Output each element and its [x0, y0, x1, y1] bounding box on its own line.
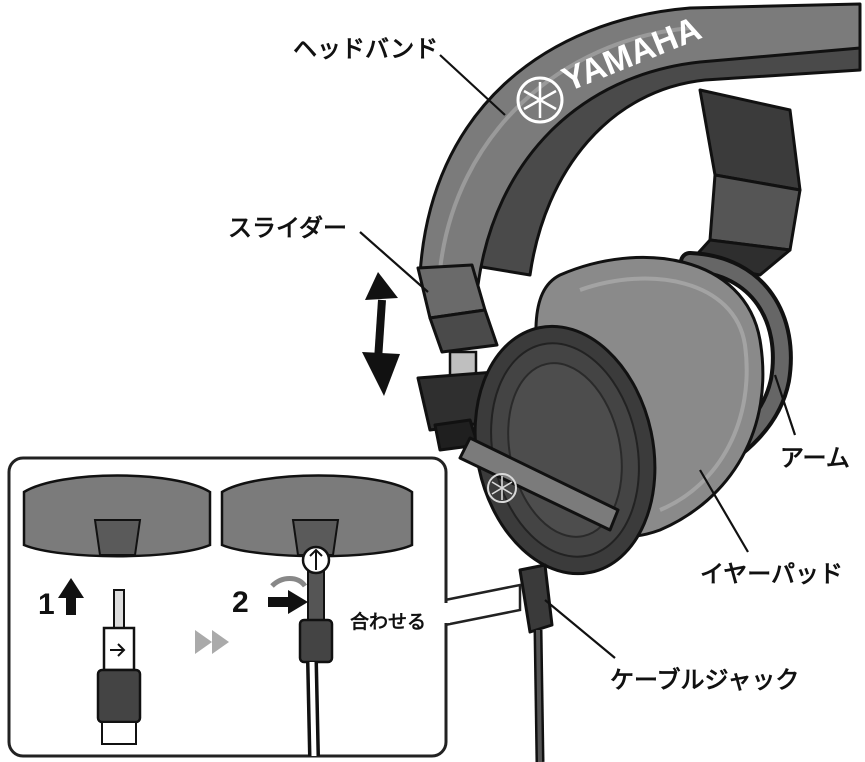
label-slider: スライダー — [228, 214, 347, 242]
step1-number: 1 — [38, 588, 55, 621]
double-arrow-icon — [362, 272, 400, 396]
step2-number: 2 — [232, 586, 249, 619]
chevron-right-icon — [195, 630, 229, 654]
label-headband: ヘッドバンド — [293, 35, 438, 63]
headband-leader — [439, 54, 506, 116]
label-align: 合わせる — [350, 610, 426, 633]
right-hinge — [688, 88, 802, 277]
step1-plug — [96, 589, 142, 745]
right-arrow-icon — [268, 576, 308, 614]
earcup — [473, 256, 765, 576]
headband — [418, 2, 862, 287]
inset-panel: 1 2 合わせる — [7, 456, 522, 758]
arm-leader — [773, 374, 797, 436]
up-arrow-icon — [58, 578, 84, 615]
label-cable-jack: ケーブルジャック — [610, 666, 799, 694]
step1-earcup — [22, 474, 212, 558]
step2-earcup — [220, 474, 414, 558]
slider-leader — [359, 231, 429, 293]
earcup-logo-icon — [487, 473, 517, 503]
step2-plug — [298, 545, 334, 757]
cable — [518, 563, 554, 762]
earcup-bar — [458, 436, 620, 532]
earpad-leader — [699, 469, 749, 553]
label-arm: アーム — [780, 444, 850, 472]
label-earpad: イヤーパッド — [700, 560, 843, 588]
cable-jack-leader — [544, 599, 616, 659]
